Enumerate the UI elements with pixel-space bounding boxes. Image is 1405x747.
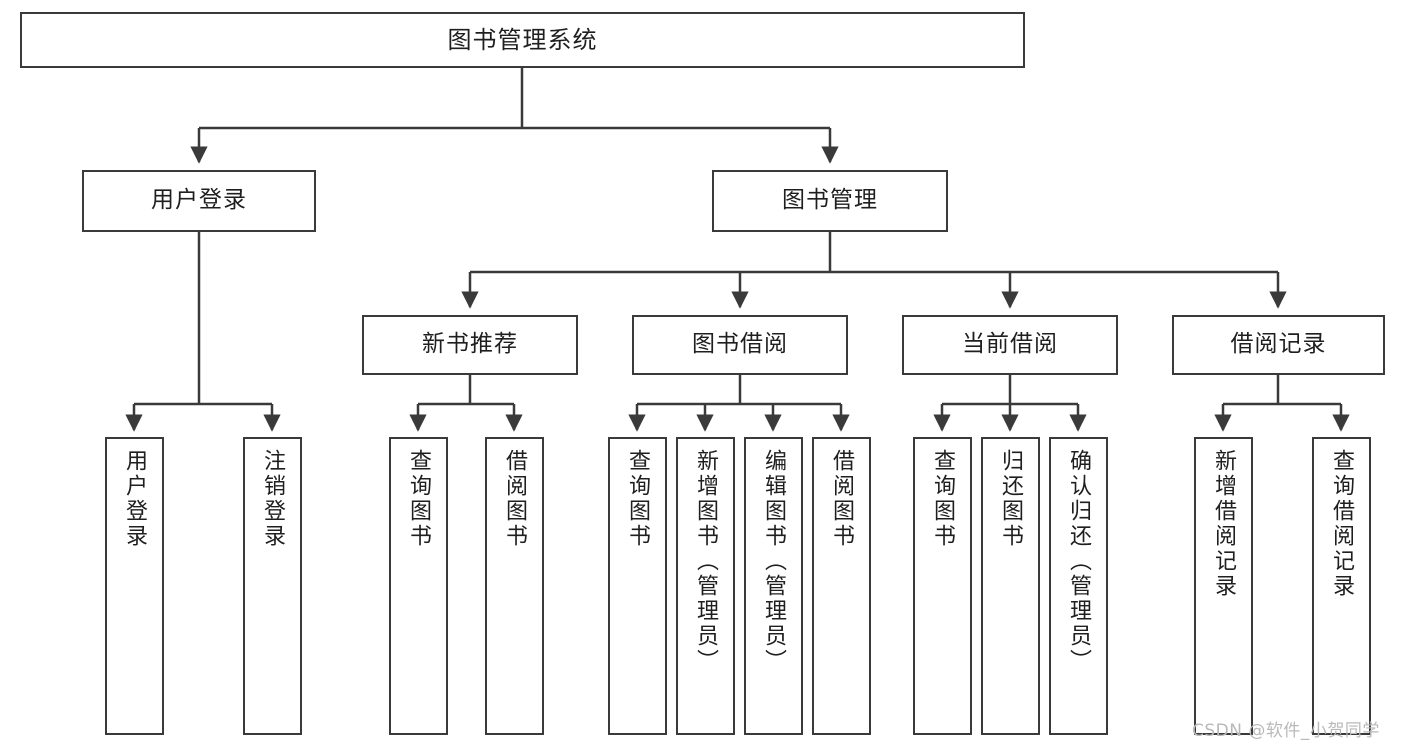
node-leaf-confirm-return[interactable]: 确认归还（管理员） (1049, 437, 1108, 735)
node-leaf-borrow-book-1[interactable]: 借阅图书 (485, 437, 544, 735)
node-label: 查询图书 (625, 449, 651, 549)
node-label: 查询图书 (930, 449, 956, 549)
node-label: 用户登录 (122, 449, 148, 549)
node-label: 图书借阅 (692, 331, 788, 358)
node-leaf-query-book-2[interactable]: 查询图书 (608, 437, 667, 735)
node-leaf-borrow-book-2[interactable]: 借阅图书 (812, 437, 871, 735)
node-label: 查询图书 (406, 449, 432, 549)
node-label: 借阅图书 (502, 449, 528, 549)
node-label: 借阅记录 (1230, 331, 1327, 358)
node-root[interactable]: 图书管理系统 (20, 12, 1025, 68)
node-label: 图书管理系统 (447, 25, 598, 54)
node-leaf-add-book[interactable]: 新增图书（管理员） (676, 437, 735, 735)
node-book-borrow[interactable]: 图书借阅 (632, 315, 848, 375)
node-label: 归还图书 (998, 449, 1024, 549)
node-label: 新增借阅记录 (1211, 449, 1237, 599)
node-label: 当前借阅 (962, 331, 1058, 358)
node-current-borrow[interactable]: 当前借阅 (902, 315, 1118, 375)
node-label: 查询借阅记录 (1329, 449, 1355, 599)
node-leaf-edit-book[interactable]: 编辑图书（管理员） (744, 437, 803, 735)
node-book-manage[interactable]: 图书管理 (712, 170, 948, 232)
node-leaf-add-record[interactable]: 新增借阅记录 (1194, 437, 1253, 735)
node-leaf-query-record[interactable]: 查询借阅记录 (1312, 437, 1371, 735)
csdn-watermark: CSDN @软件_小贺同学 (1192, 721, 1380, 741)
node-leaf-query-book-1[interactable]: 查询图书 (389, 437, 448, 735)
node-borrow-record[interactable]: 借阅记录 (1172, 315, 1385, 375)
node-label: 新增图书（管理员） (693, 449, 719, 674)
node-leaf-query-book-3[interactable]: 查询图书 (913, 437, 972, 735)
node-label: 编辑图书（管理员） (761, 449, 787, 674)
node-label: 用户登录 (151, 187, 247, 214)
node-label: 注销登录 (260, 449, 286, 549)
node-new-book-recommend[interactable]: 新书推荐 (362, 315, 578, 375)
node-user-login[interactable]: 用户登录 (82, 170, 316, 232)
node-label: 确认归还（管理员） (1066, 449, 1092, 674)
node-leaf-return-book[interactable]: 归还图书 (981, 437, 1040, 735)
node-leaf-logout[interactable]: 注销登录 (243, 437, 302, 735)
node-label: 借阅图书 (829, 449, 855, 549)
node-label: 图书管理 (782, 187, 878, 214)
node-label: 新书推荐 (422, 331, 518, 358)
node-leaf-user-login[interactable]: 用户登录 (105, 437, 164, 735)
